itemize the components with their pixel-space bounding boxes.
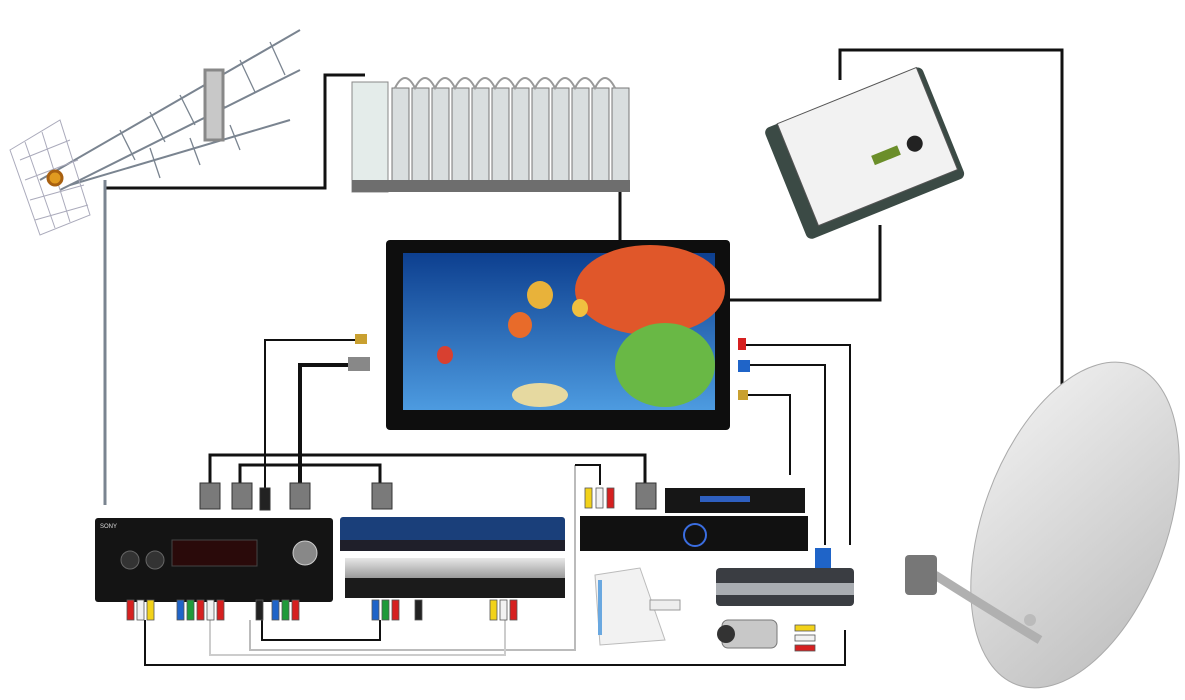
vga-plug-icon (738, 360, 750, 372)
amplifier-module-icon (351, 77, 630, 193)
cables (105, 48, 1064, 666)
tv-connectors (348, 334, 750, 400)
yagi-antenna-icon (9, 29, 301, 505)
coax-plug-icon (355, 334, 367, 344)
av-receiver-icon: SONY (95, 518, 333, 602)
vga-plug-icon (815, 548, 831, 568)
wii-console-icon (594, 567, 681, 646)
sat-receiver-icon (665, 488, 805, 513)
dvd-player-icon (345, 558, 565, 598)
rca-plug-icon (126, 487, 816, 652)
camcorder-icon (717, 619, 778, 649)
satellite-dish-icon (905, 361, 1180, 689)
dvr-icon (580, 516, 808, 551)
svg-text:SONY: SONY (100, 524, 117, 530)
headend-box-icon (765, 66, 965, 239)
hdmi-plug-icon (348, 357, 370, 371)
rca-plug-icon (738, 338, 746, 350)
coax-plug-icon (738, 390, 748, 400)
bluray-player-icon (340, 517, 565, 551)
hdmi-plug-icon (199, 482, 657, 511)
media-box-icon (716, 548, 854, 606)
tv-icon (386, 240, 730, 430)
